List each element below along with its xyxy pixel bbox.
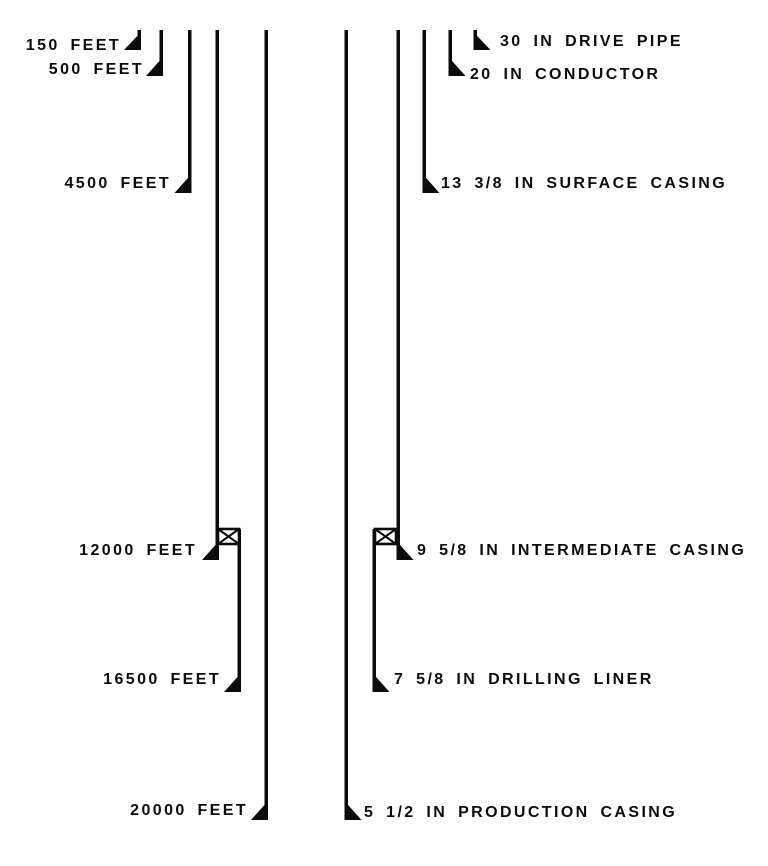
casing-shoe-icon-right-drive-pipe <box>473 32 491 50</box>
casing-shoe-icon-right-drilling-liner <box>372 673 390 692</box>
casing-shoe-icon-right-conductor <box>448 57 466 76</box>
casing-shoe-icon-left-surface-casing <box>174 174 192 193</box>
casing-shoe-icon-left-drive-pipe <box>124 32 141 50</box>
casing-shoe-icon-left-drilling-liner <box>224 673 241 692</box>
casing-line-left-conductor <box>159 30 163 64</box>
casing-shoe-icon-right-surface-casing <box>422 174 440 193</box>
size-label-drive-pipe: 30 IN DRIVE PIPE <box>500 33 683 50</box>
casing-shoe-icon-right-production-casing <box>344 801 362 820</box>
size-label-surface-casing: 13 3/8 IN SURFACE CASING <box>441 175 728 192</box>
casing-line-right-surface-casing <box>422 30 426 179</box>
liner-hanger-cross-right <box>374 528 397 545</box>
casing-line-right-conductor <box>448 30 452 64</box>
casing-shoe-icon-right-intermediate-casing <box>396 541 414 560</box>
casing-line-left-production-casing <box>264 30 268 807</box>
depth-label-production-casing: 20000 FEET <box>130 802 248 819</box>
depth-label-drive-pipe: 150 FEET <box>25 37 121 54</box>
size-label-intermediate-casing: 9 5/8 IN INTERMEDIATE CASING <box>417 542 747 559</box>
casing-line-left-drilling-liner <box>237 529 241 679</box>
casing-line-right-production-casing <box>344 30 348 807</box>
size-label-drilling-liner: 7 5/8 IN DRILLING LINER <box>394 671 654 688</box>
casing-line-right-intermediate-casing <box>396 30 400 549</box>
casing-shoe-icon-left-conductor <box>146 57 163 76</box>
size-label-conductor: 20 IN CONDUCTOR <box>470 66 661 83</box>
casing-line-left-intermediate-casing <box>215 30 219 549</box>
depth-label-surface-casing: 4500 FEET <box>64 175 171 192</box>
casing-shoe-icon-left-production-casing <box>251 801 268 820</box>
depth-label-drilling-liner: 16500 FEET <box>103 671 221 688</box>
liner-hanger-cross-left <box>217 528 240 545</box>
casing-line-left-surface-casing <box>188 30 192 179</box>
casing-line-right-drilling-liner <box>372 529 376 679</box>
depth-label-conductor: 500 FEET <box>48 61 144 78</box>
casing-shoe-icon-left-intermediate-casing <box>202 541 219 560</box>
depth-label-intermediate-casing: 12000 FEET <box>79 542 197 559</box>
size-label-production-casing: 5 1/2 IN PRODUCTION CASING <box>364 804 678 821</box>
